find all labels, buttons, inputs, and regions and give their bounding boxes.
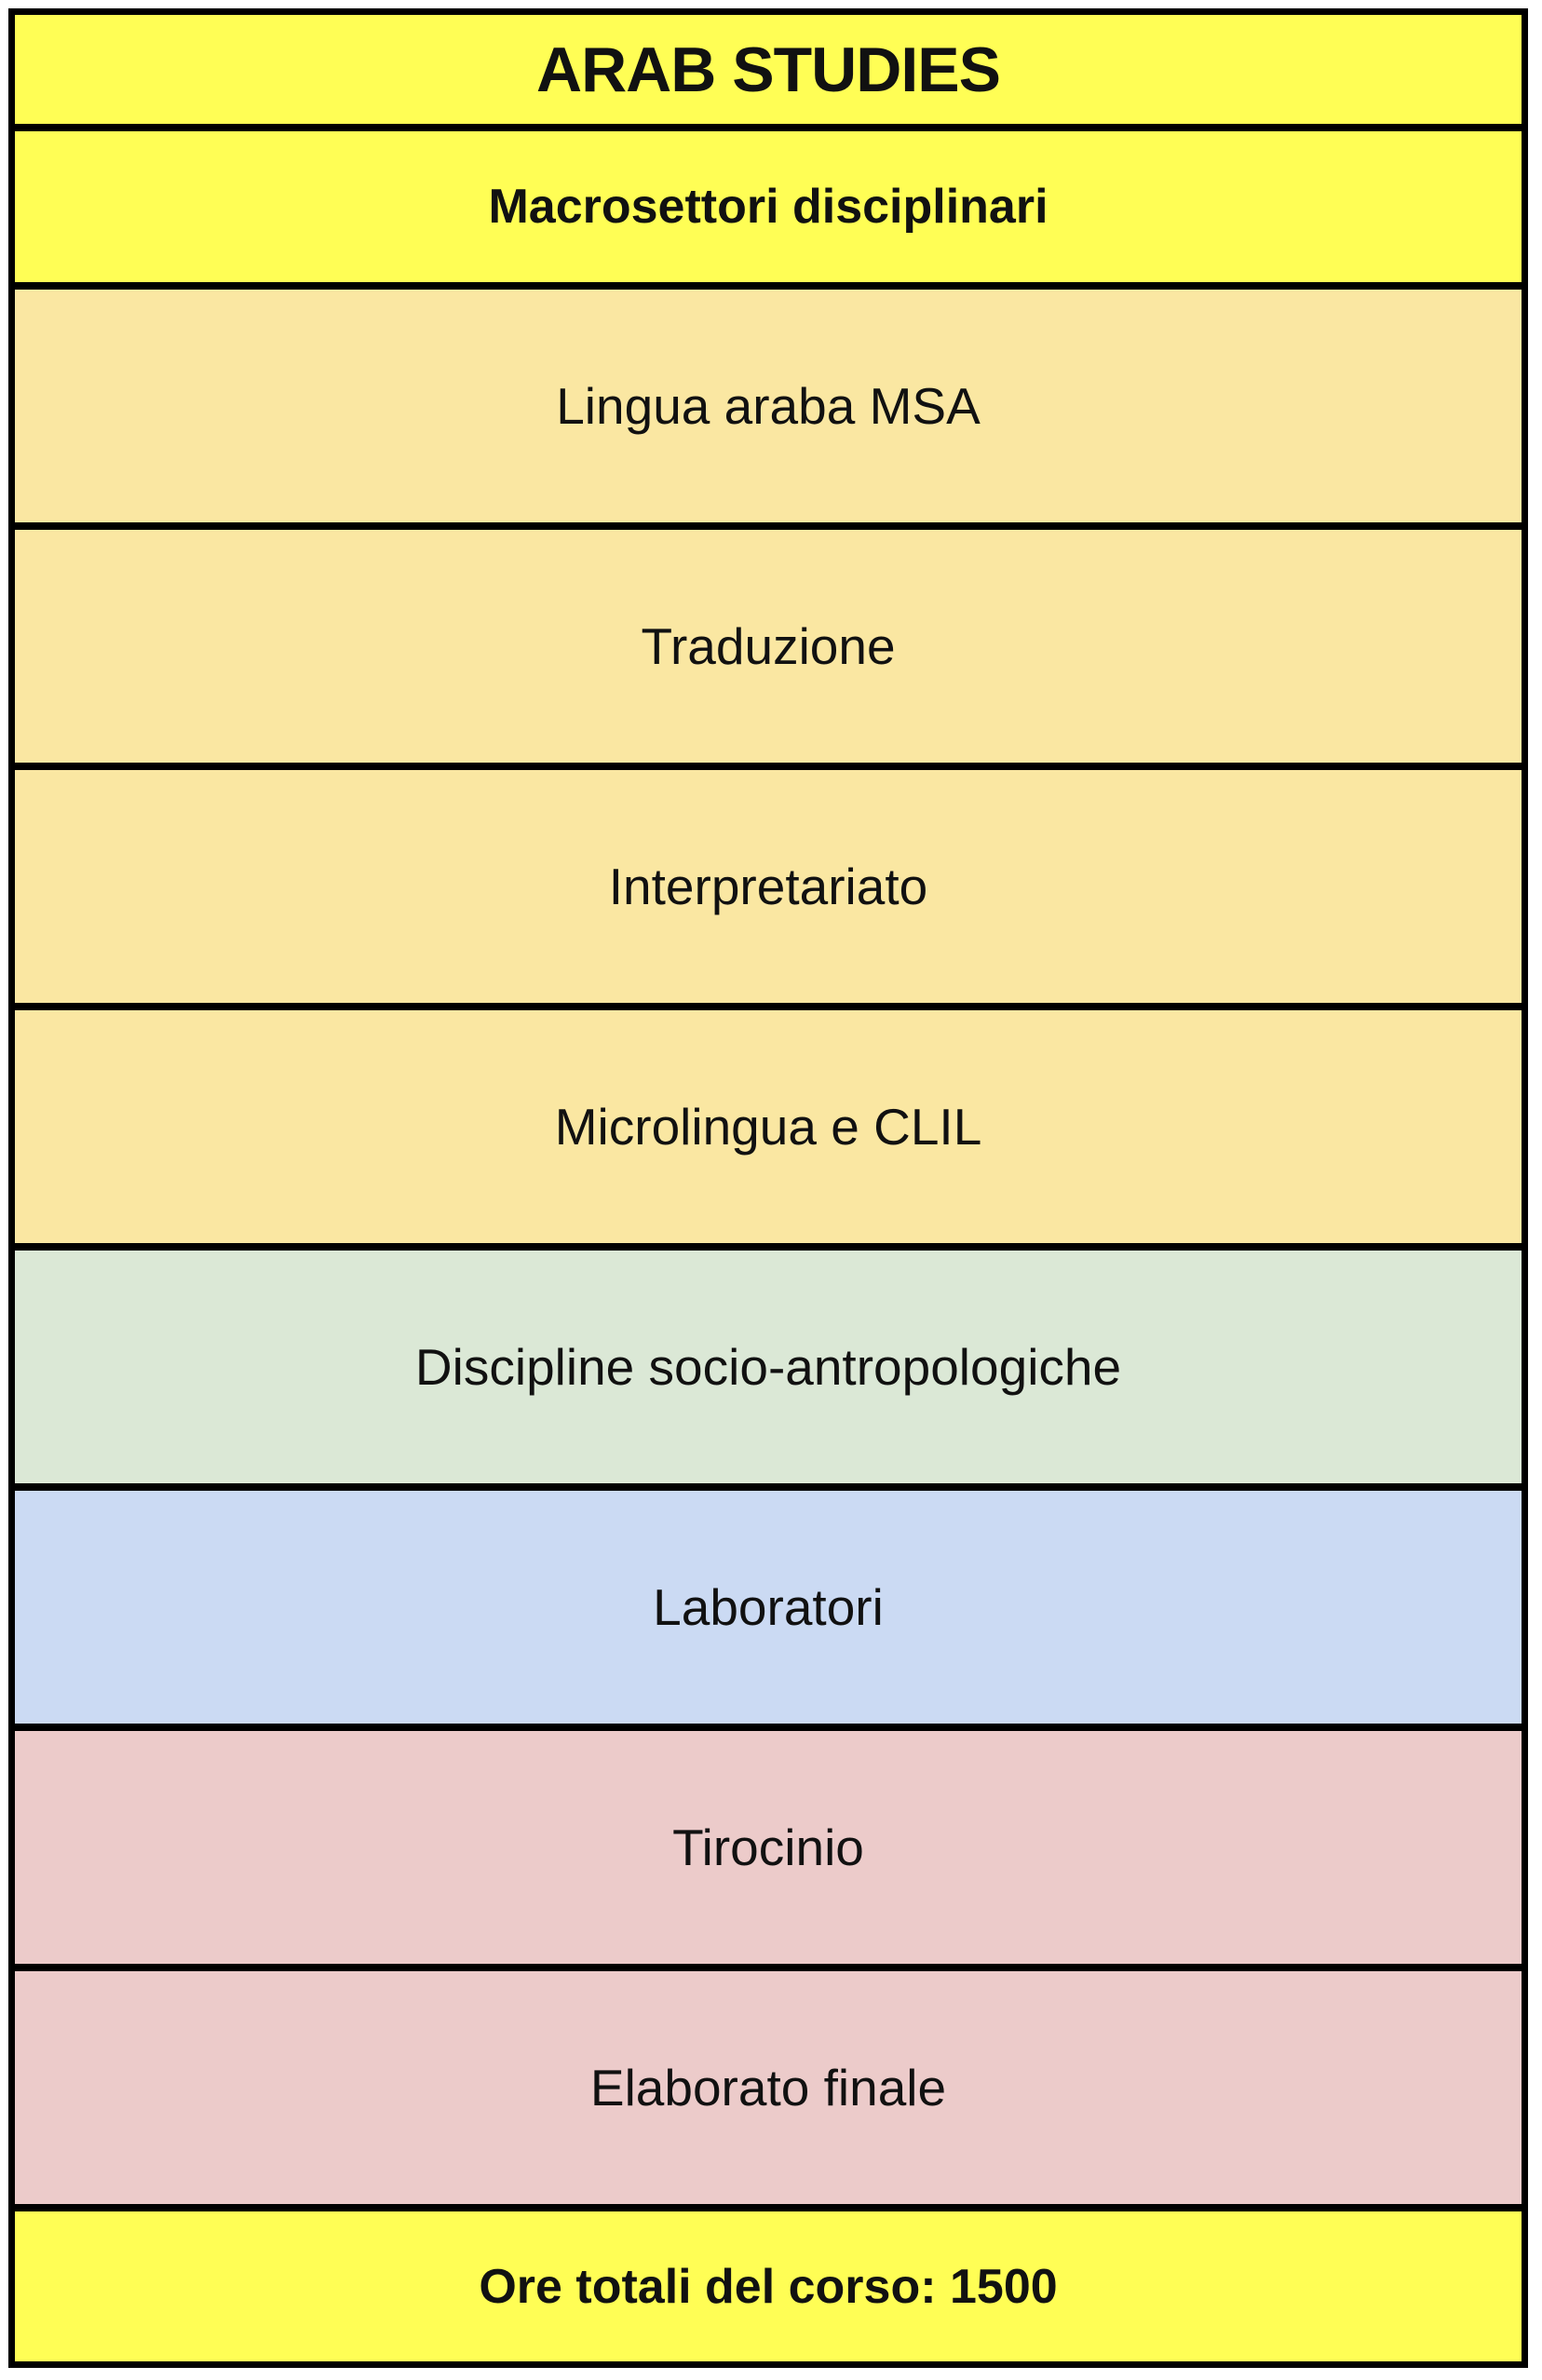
table-title: ARAB STUDIES [15, 15, 1522, 124]
table-row-interpretariato: Interpretariato [15, 763, 1522, 1003]
table-row-traduzione: Traduzione [15, 522, 1522, 763]
table-row-tirocinio: Tirocinio [15, 1724, 1522, 1964]
table-header: Macrosettori disciplinari [15, 124, 1522, 282]
table-row-elaborato: Elaborato finale [15, 1964, 1522, 2204]
table-row-lingua-araba: Lingua araba MSA [15, 282, 1522, 522]
table-row-microlingua: Microlingua e CLIL [15, 1003, 1522, 1243]
table-row-laboratori: Laboratori [15, 1483, 1522, 1724]
table-row-discipline: Discipline socio-antropologiche [15, 1243, 1522, 1483]
curriculum-table: ARAB STUDIES Macrosettori disciplinari L… [8, 8, 1528, 2368]
table-footer-total-hours: Ore totali del corso: 1500 [15, 2204, 1522, 2361]
